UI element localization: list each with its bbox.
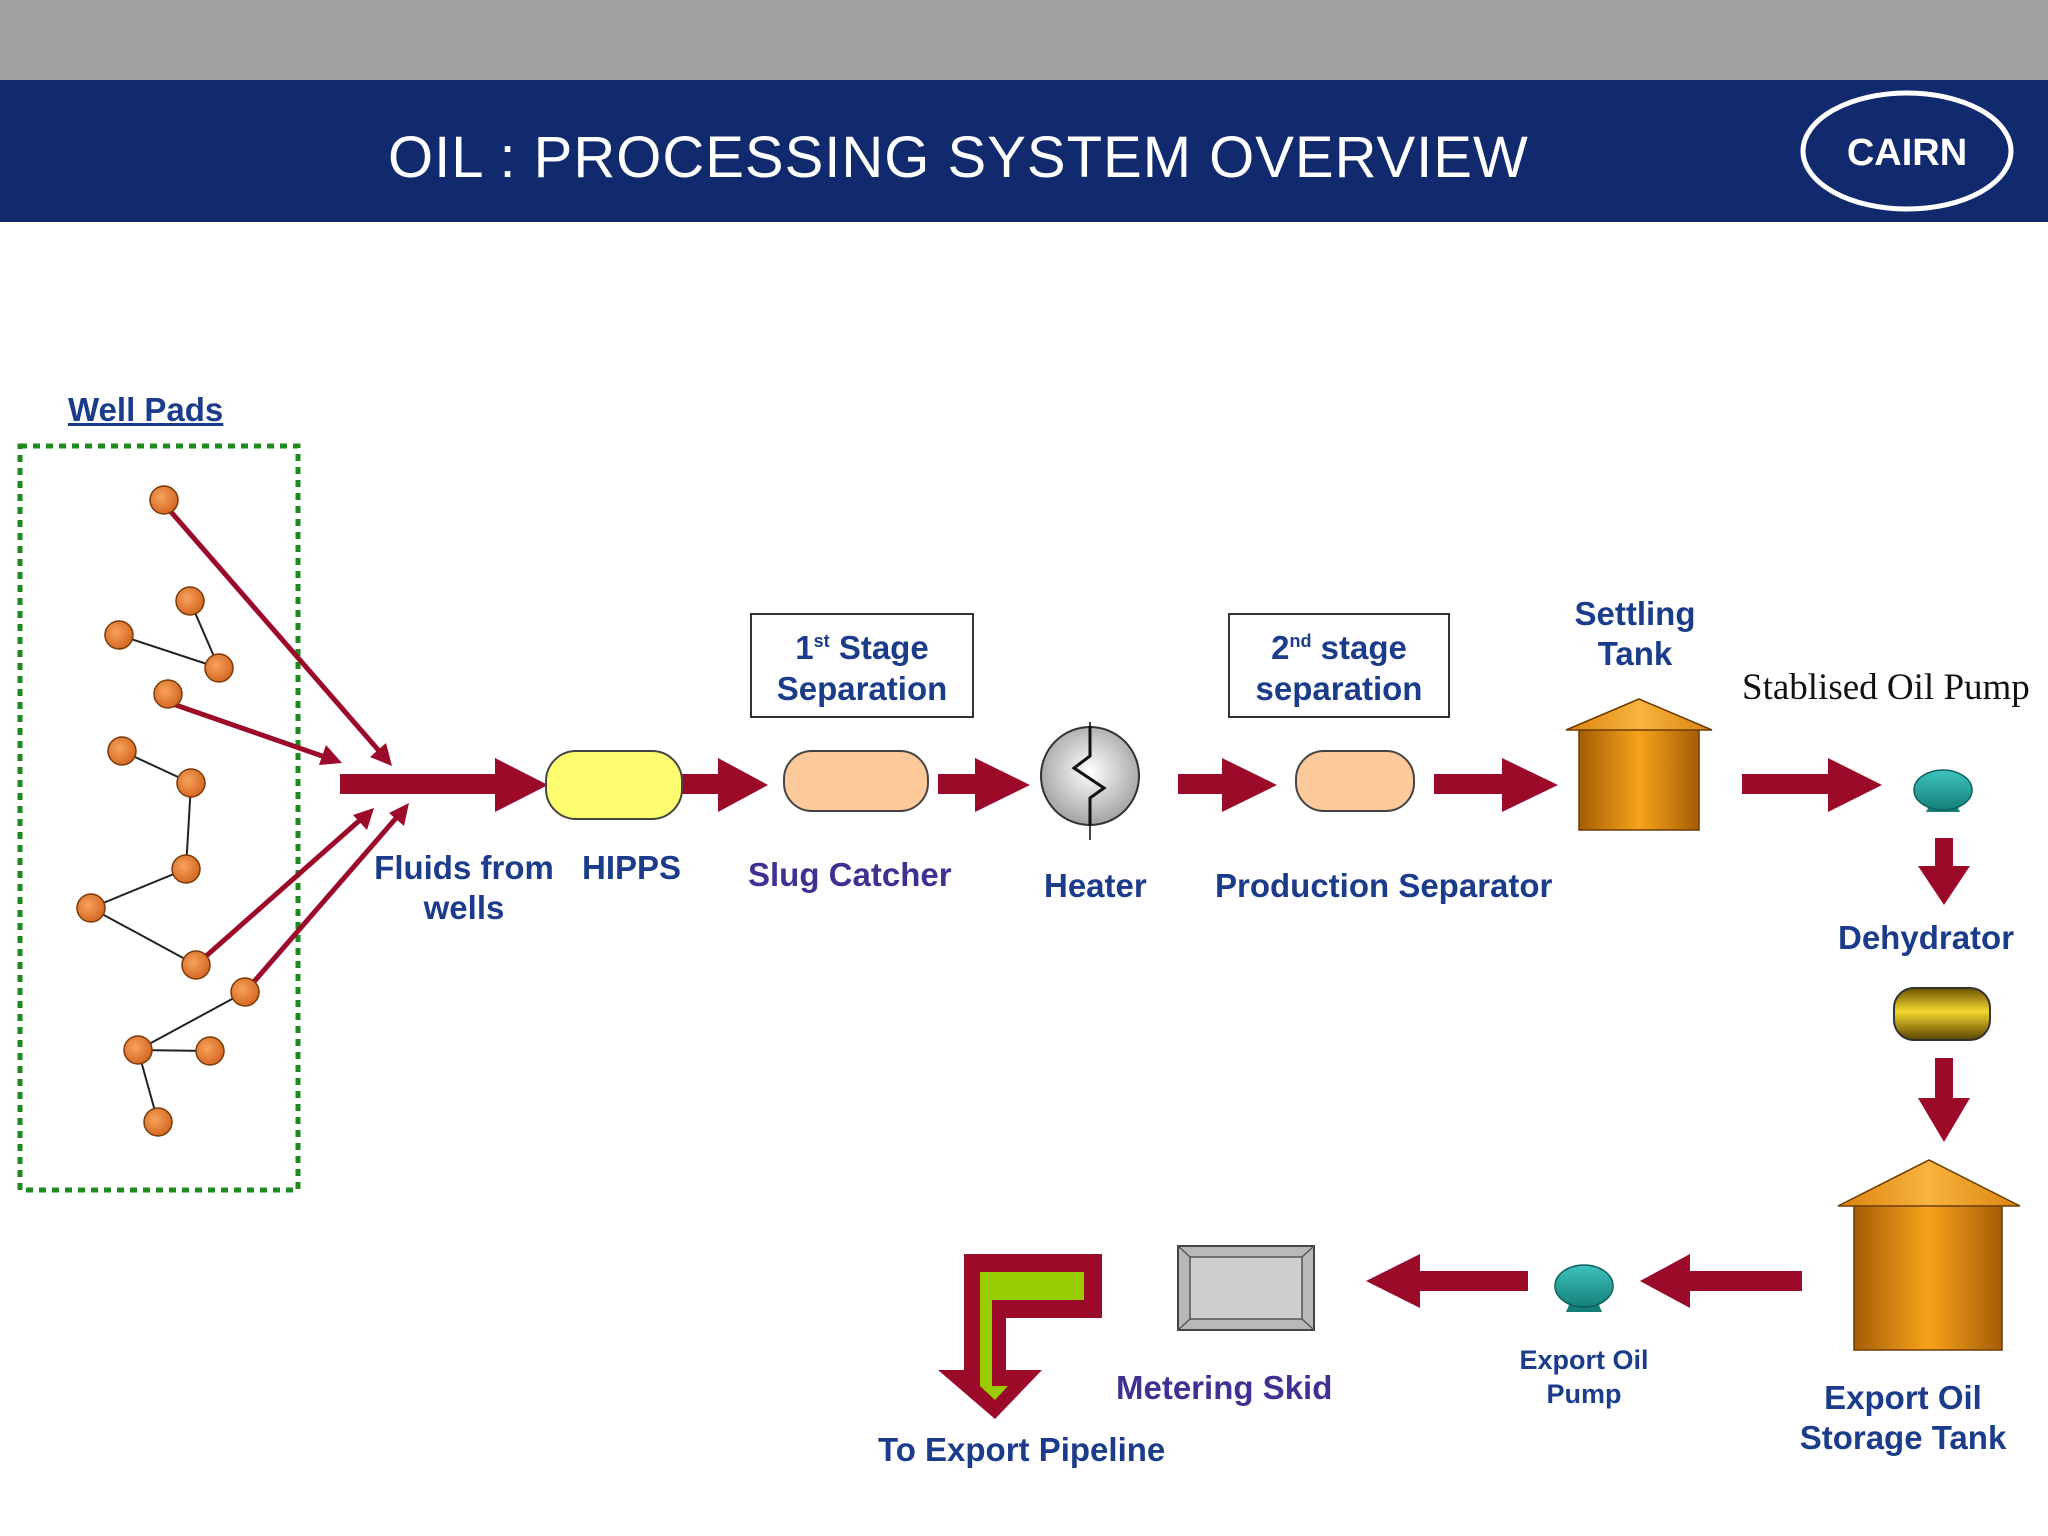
export-storage-line1: Export Oil	[1824, 1379, 1982, 1416]
page-title: OIL : PROCESSING SYSTEM OVERVIEW	[388, 125, 1529, 190]
well	[195, 1036, 225, 1066]
arrow-down-to-dehydrator	[1918, 838, 1970, 905]
to-export-pipeline-label: To Export Pipeline	[878, 1431, 1166, 1468]
well	[204, 653, 234, 683]
arrow-down-to-storage-tank	[1918, 1058, 1970, 1142]
fluids-from-wells-line2: wells	[423, 888, 505, 926]
well	[153, 679, 183, 709]
heater-icon	[1040, 722, 1140, 840]
well	[171, 854, 201, 884]
arrow-to-stabilised-pump	[1742, 758, 1882, 812]
dehydrator-label: Dehydrator	[1838, 919, 2015, 956]
settling-tank-icon	[1565, 698, 1713, 831]
stage1-line1: 1st Stage	[795, 629, 929, 666]
export-pump-line1: Export Oil	[1519, 1345, 1649, 1375]
stage1-separation-box: 1st Stage Separation	[750, 613, 974, 718]
well	[230, 977, 260, 1007]
export-oil-pump-label: Export Oil Pump	[1500, 1344, 1668, 1412]
arrow-to-metering-skid	[1366, 1254, 1528, 1308]
settling-tank-label: Settling Tank	[1560, 594, 1710, 673]
export-pipeline-arrow-icon	[938, 1254, 1102, 1419]
settling-tank-line1: Settling	[1574, 595, 1696, 632]
export-oil-pump-icon	[1554, 1264, 1614, 1312]
well	[176, 768, 206, 798]
export-storage-tank-label: Export Oil Storage Tank	[1790, 1378, 2016, 1457]
hipps-label: HIPPS	[582, 849, 682, 886]
arrow-to-slug-catcher	[682, 758, 768, 812]
well	[149, 485, 179, 515]
fluids-from-wells-line1: Fluids from	[374, 849, 554, 886]
well	[123, 1035, 153, 1065]
well	[107, 736, 137, 766]
settling-tank-line2: Tank	[1597, 634, 1673, 672]
well	[181, 950, 211, 980]
well	[76, 893, 106, 923]
well-pads-label: Well Pads	[68, 391, 224, 428]
export-storage-line2: Storage Tank	[1799, 1418, 2007, 1456]
hipps-vessel	[545, 750, 683, 820]
process-diagram	[17, 443, 2021, 1419]
fluids-from-wells-label: Fluids from wells	[364, 848, 564, 927]
export-storage-tank-icon	[1837, 1159, 2021, 1351]
slug-catcher-vessel	[783, 750, 929, 812]
arrow-to-hipps	[340, 758, 548, 812]
arrow-to-production-separator	[1178, 758, 1277, 812]
production-separator-vessel	[1295, 750, 1415, 812]
main-flow-arrows	[340, 758, 1970, 1308]
arrow-to-export-pump	[1640, 1254, 1802, 1308]
slug-catcher-label: Slug Catcher	[748, 856, 952, 893]
well	[143, 1107, 173, 1137]
well-pads-border	[17, 443, 301, 1193]
well	[175, 586, 205, 616]
metering-skid-icon	[1177, 1245, 1315, 1331]
heater-label: Heater	[1044, 867, 1147, 904]
stage2-line1: 2nd stage	[1271, 629, 1407, 666]
stage2-separation-box: 2nd stage separation	[1228, 613, 1450, 718]
well-flow-arrows	[163, 503, 409, 994]
stabilised-oil-pump-icon	[1913, 769, 1973, 812]
production-separator-label: Production Separator	[1215, 867, 1553, 904]
dehydrator-vessel	[1893, 987, 1991, 1041]
export-pump-line2: Pump	[1546, 1378, 1622, 1409]
arrow-to-settling-tank	[1434, 758, 1558, 812]
stage2-line2: separation	[1255, 670, 1423, 707]
cairn-logo: CAIRN	[1800, 90, 2014, 212]
header-banner	[0, 80, 2048, 222]
metering-skid-label: Metering Skid	[1116, 1369, 1333, 1406]
well	[104, 620, 134, 650]
top-gray-bar	[0, 0, 2048, 80]
wells	[76, 485, 260, 1137]
stablised-oil-pump-label: Stablised Oil Pump	[1742, 667, 2030, 708]
cairn-logo-text: CAIRN	[1847, 132, 1967, 174]
stage1-line2: Separation	[776, 670, 948, 707]
arrow-to-heater	[938, 758, 1030, 812]
